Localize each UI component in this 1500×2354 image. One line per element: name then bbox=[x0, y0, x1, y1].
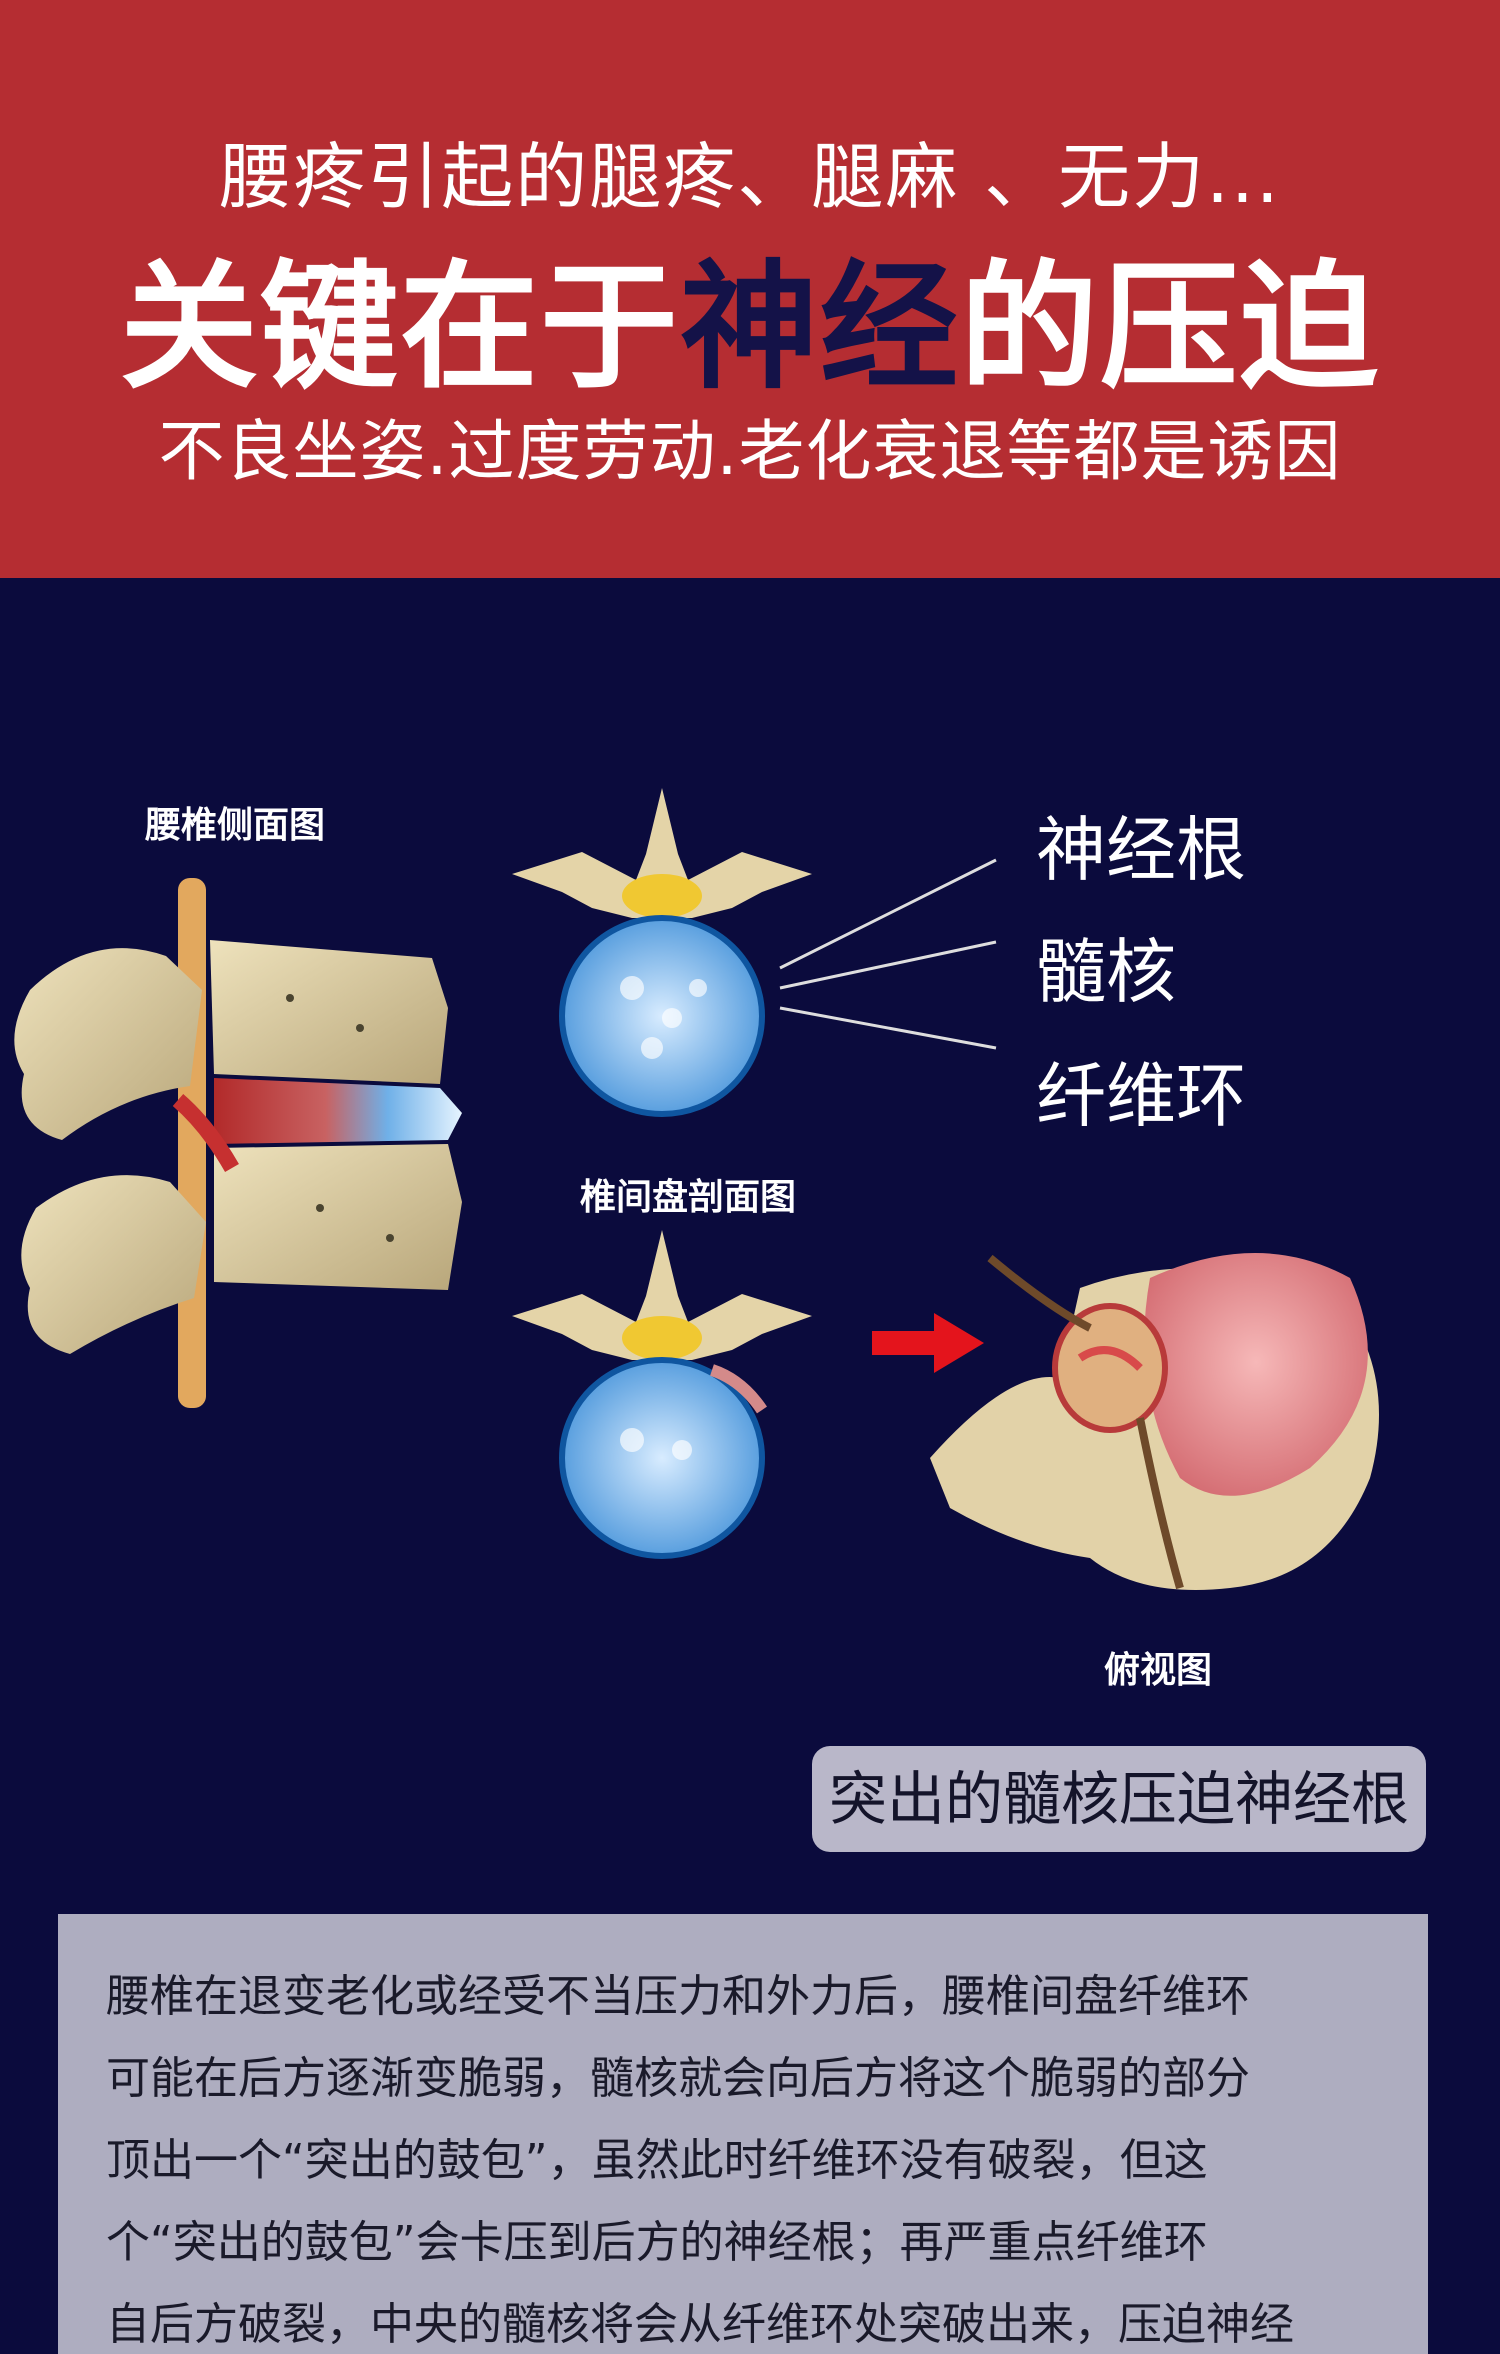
lumbar-side-illustration bbox=[14, 878, 462, 1408]
lumbar-side-caption: 腰椎侧面图 bbox=[145, 805, 326, 846]
headline-pre: 关键在于 bbox=[119, 247, 680, 408]
headline: 关键在于神经的压迫 bbox=[0, 215, 1500, 415]
label-nucleus: 髓核 bbox=[1036, 931, 1176, 1013]
header-subtitle-top: 腰疼引起的腿疼、腿麻 、无力... bbox=[219, 135, 1281, 219]
label-nerve-root: 神经根 bbox=[1036, 809, 1246, 891]
disc-cross-section-caption: 椎间盘剖面图 bbox=[580, 1177, 797, 1218]
headline-post: 的压迫 bbox=[960, 247, 1381, 408]
body-text-line: 个“突出的鼓包”会卡压到后方的神经根；再严重点纤维环 bbox=[106, 2217, 1208, 2268]
body-text-line: 腰椎在退变老化或经受不当压力和外力后，腰椎间盘纤维环 bbox=[106, 1971, 1250, 2022]
top-view-caption: 俯视图 bbox=[1104, 1650, 1213, 1691]
disc-cross-section-illustration bbox=[512, 788, 812, 1117]
herniated-disc-illustration bbox=[512, 1230, 812, 1559]
label-annulus: 纤维环 bbox=[1036, 1055, 1246, 1137]
header-banner: 腰疼引起的腿疼、腿麻 、无力... 关键在于神经的压迫 不良坐姿.过度劳动.老化… bbox=[0, 0, 1500, 578]
headline-highlight: 神经 bbox=[679, 247, 960, 408]
label-pointer-lines bbox=[779, 858, 997, 1050]
callout-herniated-nucleus: 突出的髓核压迫神经根 bbox=[812, 1746, 1426, 1852]
body-text-line: 可能在后方逐渐变脆弱，髓核就会向后方将这个脆弱的部分 bbox=[106, 2053, 1250, 2104]
body-text-line: 顶出一个“突出的鼓包”，虽然此时纤维环没有破裂，但这 bbox=[106, 2135, 1208, 2186]
body-text-line: 自后方破裂，中央的髓核将会从纤维环处突破出来，压迫神经 bbox=[106, 2299, 1294, 2350]
main-diagram-area: 腰椎侧面图 bbox=[0, 578, 1500, 2354]
top-view-illustration bbox=[930, 1253, 1379, 1590]
red-arrow-icon bbox=[872, 1313, 984, 1373]
header-subtitle-bottom: 不良坐姿.过度劳动.老化衰退等都是诱因 bbox=[158, 413, 1342, 490]
explanation-text-box: 腰椎在退变老化或经受不当压力和外力后，腰椎间盘纤维环 可能在后方逐渐变脆弱，髓核… bbox=[58, 1914, 1428, 2354]
